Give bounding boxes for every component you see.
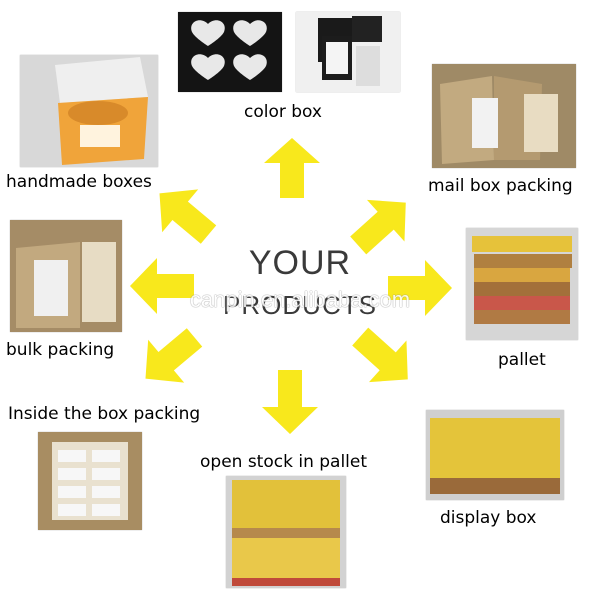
photo-open-stock-in-pallet: [226, 476, 346, 588]
arrow-up-left: [159, 189, 217, 244]
label-handmade-boxes: handmade boxes: [6, 172, 152, 192]
photo-bulk-packing: [10, 220, 122, 332]
watermark: canpin.en.alibaba.com: [189, 287, 411, 312]
label-color-box: color box: [244, 102, 322, 122]
arrow-left: [130, 258, 194, 314]
photo-handmade-boxes: [20, 55, 158, 167]
photo-inside-box-packing: [38, 432, 142, 530]
arrow-up: [264, 138, 320, 198]
arrow-up-right: [350, 199, 406, 255]
center-title-line1: YOUR: [248, 244, 352, 282]
label-open-stock-in-pallet: open stock in pallet: [200, 452, 368, 472]
label-mail-box-packing: mail box packing: [428, 176, 573, 196]
center-title-line2: PRODUCTS: [223, 290, 377, 320]
arrow-down: [262, 370, 318, 434]
photo-color-box-packs: [296, 12, 400, 92]
arrow-right: [388, 260, 452, 316]
photo-color-box-trays: [178, 12, 282, 92]
photo-pallet: [466, 228, 578, 340]
label-pallet: pallet: [498, 350, 546, 370]
photo-display-box: [426, 410, 564, 500]
photo-mail-box-packing: [432, 64, 576, 168]
label-bulk-packing: bulk packing: [6, 340, 115, 360]
label-inside-box-packing: Inside the box packing: [8, 404, 201, 424]
arrow-down-left: [145, 328, 203, 383]
label-display-box: display box: [440, 508, 537, 528]
arrow-down-right: [352, 327, 408, 383]
